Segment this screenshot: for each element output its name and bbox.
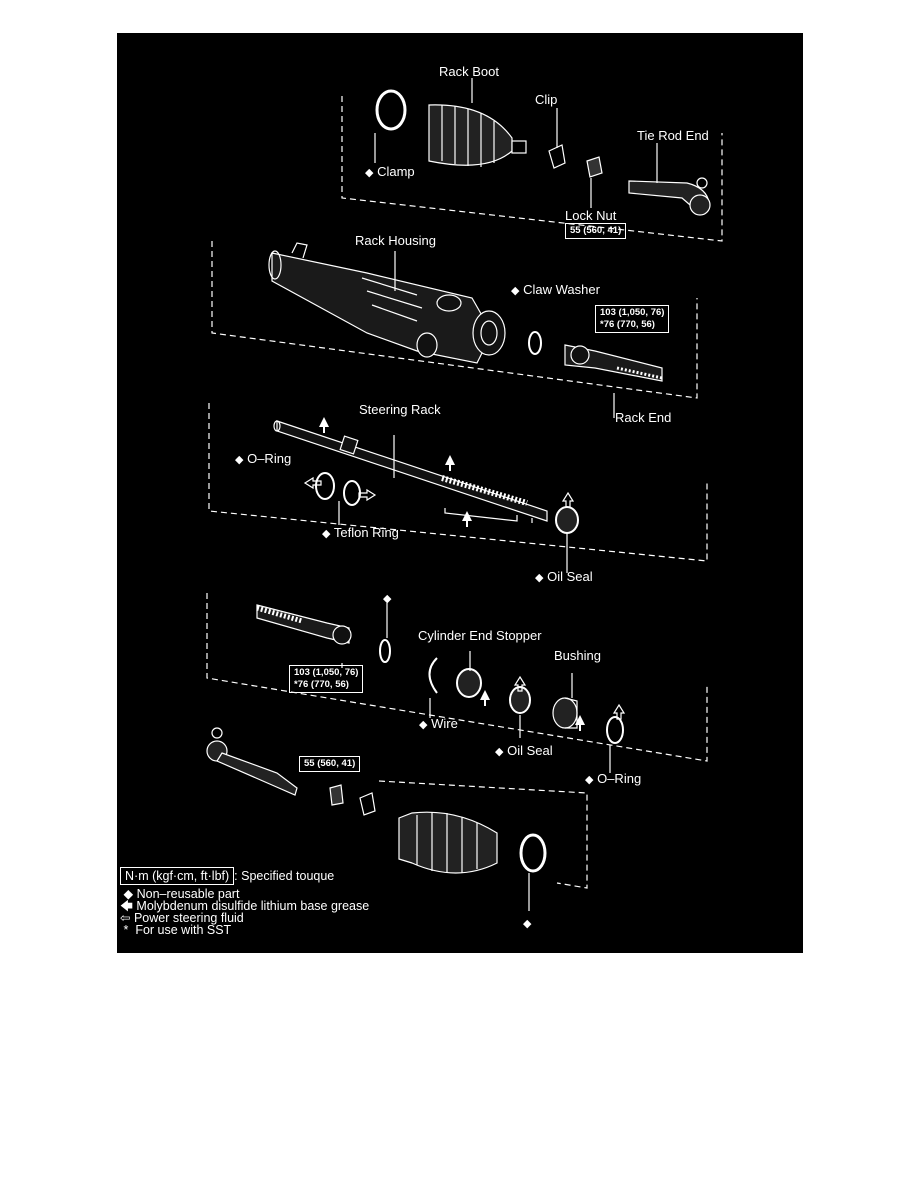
torque-lock-nut: 55 (560, 41) [565, 223, 627, 239]
legend-fluid-row: ⇦ Power steering fluid [120, 911, 244, 925]
legend-sst-row: * For use with SST [123, 923, 232, 937]
label-lock-nut: Lock Nut [565, 208, 617, 223]
rack-end-icon [564, 344, 663, 382]
diamond-clamp-b: ◆ [523, 915, 531, 932]
clip-icon [548, 144, 566, 169]
rack-housing-icon [268, 242, 506, 364]
tie-rod-end-icon [628, 177, 711, 216]
label-rack-end: Rack End [615, 410, 672, 425]
diamond-icon: ◆ [365, 167, 374, 179]
housing-group-outline [211, 241, 698, 399]
rack-boot-b-icon [398, 811, 498, 874]
diamond-icon: ◆ [495, 746, 504, 758]
grease-arrows [319, 417, 585, 731]
label-rack-boot: Rack Boot [439, 64, 499, 79]
label-oil-seal-b: ◆ Oil Seal [495, 743, 553, 758]
diamond-icon: ◆ [535, 572, 544, 584]
o-ring-icon [315, 472, 335, 500]
solid-arrow-icon: 🡄 [120, 899, 133, 913]
label-teflon-ring: ◆ Teflon Ring [322, 525, 399, 540]
legend-non-reusable-row: ◆ Non–reusable part [123, 887, 240, 901]
diamond-claw-washer-b: ◆ [383, 590, 391, 607]
label-rack-housing: Rack Housing [355, 233, 436, 248]
diagram-artwork [206, 78, 723, 911]
bushing-icon [552, 697, 578, 729]
label-o-ring: ◆ O–Ring [235, 451, 292, 466]
diamond-icon: ◆ [383, 593, 392, 605]
diamond-icon: ◆ [322, 528, 331, 540]
clip-b-icon [359, 792, 376, 816]
wire-icon [428, 657, 438, 694]
legend-torque-key: N·m (kgf·cm, ft·lbf) [120, 867, 235, 885]
label-bushing: Bushing [554, 648, 601, 663]
torque-rack-end: 103 (1,050, 76)*76 (770, 56) [595, 305, 670, 333]
clamp-icon [375, 89, 407, 131]
asterisk-icon: * [123, 923, 129, 937]
label-claw-washer: ◆ Claw Washer [511, 282, 600, 297]
boot-group-outline [341, 96, 723, 242]
clamp-b-icon [519, 833, 547, 873]
oil-seal-icon [555, 506, 579, 534]
o-ring-b-icon [606, 716, 624, 744]
steering-rack-icon [273, 420, 548, 522]
diamond-icon: ◆ [419, 719, 428, 731]
legend-torque-desc: : Specified touque [234, 869, 335, 883]
label-wire: ◆ Wire [419, 716, 458, 731]
diamond-icon: ◆ [235, 454, 244, 466]
lock-nut-icon [586, 156, 603, 178]
claw-washer-b-icon [379, 639, 391, 663]
legend-grease-row: 🡄 Molybdenum disulfide lithium base grea… [120, 899, 370, 913]
tie-rod-end-b-icon [206, 727, 298, 796]
rack-boot-icon [428, 104, 527, 167]
diamond-icon: ◆ [523, 918, 532, 930]
label-clamp: ◆ Clamp [365, 164, 415, 179]
torque-lock-nut-b: 55 (560, 41) [299, 756, 361, 772]
legend: N·m (kgf·cm, ft·lbf): Specified touque ◆… [120, 867, 370, 937]
teflon-ring-icon [343, 480, 361, 506]
label-steering-rack: Steering Rack [359, 402, 441, 417]
exploded-parts-diagram: Rack Boot ◆ Clamp Clip Tie Rod End Lock … [117, 33, 803, 953]
label-o-ring-b: ◆ O–Ring [585, 771, 642, 786]
claw-washer-icon [528, 331, 542, 355]
lock-nut-b-icon [329, 784, 344, 806]
rack-group-outline [208, 403, 708, 562]
cylinder-group-outline [206, 593, 708, 762]
group-outlines [206, 96, 723, 889]
label-oil-seal: ◆ Oil Seal [535, 569, 593, 584]
diamond-icon: ◆ [511, 285, 520, 297]
label-cylinder-end-stopper: Cylinder End Stopper [418, 628, 542, 643]
oil-seal-b-icon [509, 686, 531, 714]
rack-end-b-icon [256, 604, 352, 645]
label-clip: Clip [535, 92, 558, 107]
ps-fluid-arrows [303, 476, 626, 720]
leader-lines [338, 78, 658, 911]
hollow-arrow-icon: ⇦ [120, 911, 131, 925]
label-tie-rod-end: Tie Rod End [637, 128, 709, 143]
legend-torque-row: N·m (kgf·cm, ft·lbf): Specified touque [120, 867, 369, 885]
torque-rack-end-b: 103 (1,050, 76)*76 (770, 56) [289, 665, 364, 693]
cylinder-end-stopper-icon [456, 668, 482, 698]
diamond-icon: ◆ [585, 774, 594, 786]
diamond-icon: ◆ [123, 887, 134, 901]
boot-b-group-outline [378, 780, 588, 889]
